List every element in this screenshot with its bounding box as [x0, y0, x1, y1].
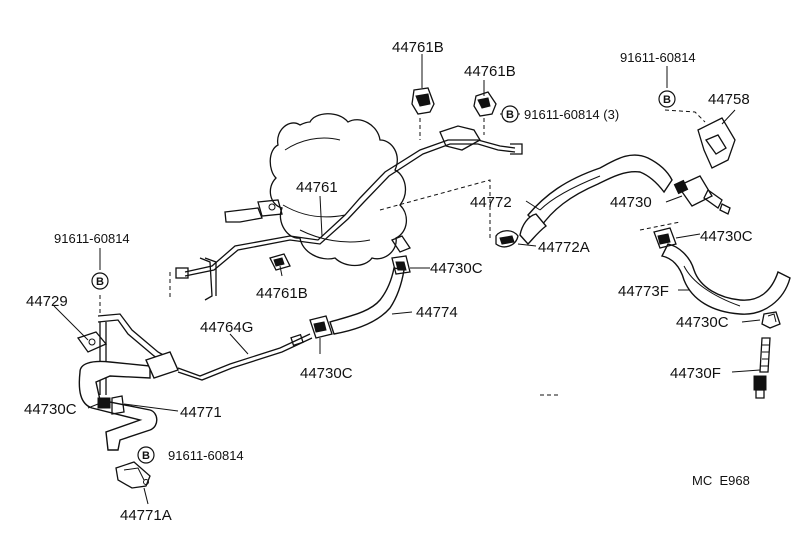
label-91611-left: 91611-60814 — [54, 231, 130, 246]
label-44764g: 44764G — [200, 319, 253, 336]
figure-code: MC E968 — [692, 473, 750, 488]
pipe-assembly-44771 — [78, 313, 179, 451]
label-44730c-center-bottom: 44730C — [300, 365, 353, 382]
check-valve-44730 — [673, 175, 731, 215]
label-44758: 44758 — [708, 91, 750, 108]
clamp-44761b-low — [269, 253, 291, 271]
label-44772: 44772 — [470, 194, 512, 211]
label-91611-bottom: 91611-60814 — [168, 448, 244, 463]
brake-booster — [224, 113, 407, 267]
bolt-mark-center: B — [501, 105, 519, 123]
label-44772a: 44772A — [538, 239, 590, 256]
tube-44764g — [177, 333, 313, 381]
grommet-44729 — [76, 331, 108, 353]
hose-44772 — [519, 154, 673, 246]
label-44729: 44729 — [26, 293, 68, 310]
label-44761b-second: 44761B — [464, 63, 516, 80]
hose-44774 — [329, 255, 411, 335]
label-44771a: 44771A — [120, 507, 172, 524]
clamp-44761b-top — [411, 87, 435, 115]
vacuum-tube-44761 — [175, 139, 523, 301]
clamp-44772a — [495, 230, 519, 248]
hose-44773f — [660, 243, 791, 315]
bolt-mark-top-right: B — [658, 90, 676, 108]
clamp-44730c-lone — [761, 311, 781, 329]
bolt-letter: B — [96, 276, 104, 288]
label-44761: 44761 — [296, 179, 338, 196]
bracket-44771a — [115, 461, 151, 489]
bolt-letter: B — [142, 450, 150, 462]
label-44730c-center-top: 44730C — [430, 260, 483, 277]
label-44730: 44730 — [610, 194, 652, 211]
fitting-44730f — [753, 337, 771, 399]
label-44730c-right-lone: 44730C — [676, 314, 729, 331]
label-44761b-top: 44761B — [392, 39, 444, 56]
bracket-44758 — [697, 117, 736, 169]
clamp-44761b-mid — [473, 91, 497, 117]
clamp-44730c-center — [309, 315, 333, 339]
label-44774: 44774 — [416, 304, 458, 321]
bolt-mark-left: B — [91, 272, 109, 290]
clamp-44730c-right — [653, 227, 677, 249]
label-44730c-right-top: 44730C — [700, 228, 753, 245]
label-91611-top-right: 91611-60814 — [620, 50, 696, 65]
bolt-letter: B — [506, 109, 514, 121]
label-44730c-left: 44730C — [24, 401, 77, 418]
label-44730f: 44730F — [670, 365, 721, 382]
bolt-mark-bottom: B — [137, 446, 155, 464]
bolt-letter: B — [663, 94, 671, 106]
label-44761b-low: 44761B — [256, 285, 308, 302]
label-91611-three: 91611-60814 (3) — [524, 107, 619, 122]
label-44773f: 44773F — [618, 283, 669, 300]
label-44771: 44771 — [180, 404, 222, 421]
